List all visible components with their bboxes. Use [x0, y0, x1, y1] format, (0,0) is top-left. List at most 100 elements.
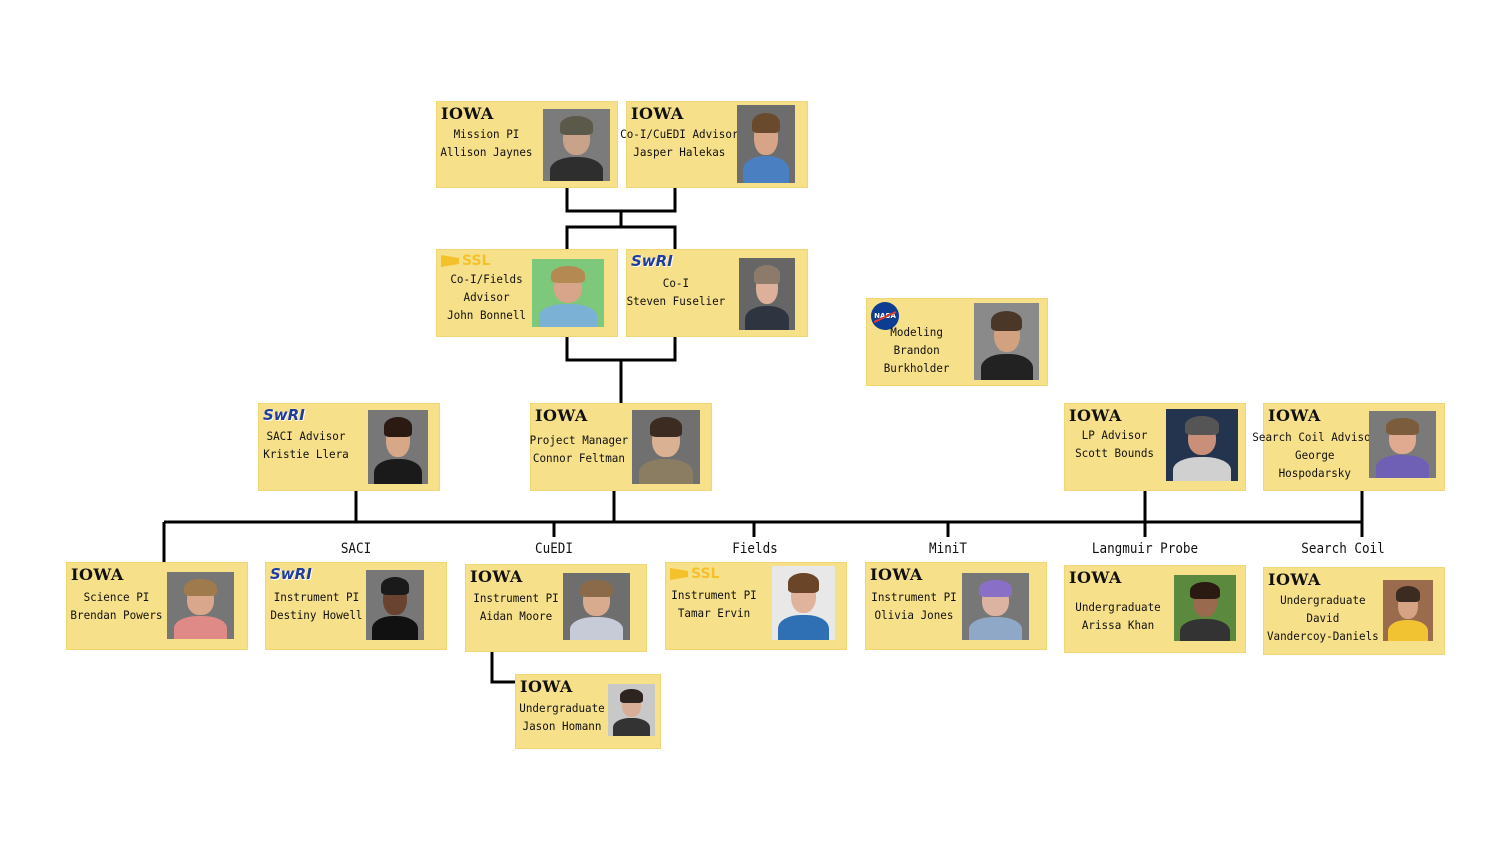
group-label-cuedi: CuEDI	[535, 541, 573, 557]
role-label: Project Manager	[529, 433, 629, 447]
portrait-photo	[532, 259, 604, 327]
role-and-name: Mission PI Allison Jaynes	[440, 125, 532, 161]
swri-logo: SwRI	[631, 252, 673, 270]
person-name: Arissa Khan	[1081, 618, 1155, 632]
person-name: John Bonnell	[446, 308, 526, 322]
person-name: Aidan Moore	[479, 609, 553, 623]
person-name: Jasper Halekas	[632, 145, 725, 159]
group-label-search-coil: Search Coil	[1301, 541, 1385, 557]
person-name: Allison Jaynes	[439, 145, 533, 159]
role-and-name: Instrument PI Destiny Howell	[270, 588, 362, 624]
swri-logo: SwRI	[263, 406, 305, 424]
person-name: Jason Homann	[522, 719, 602, 733]
iowa-logo: IOWA	[1069, 406, 1122, 425]
iowa-logo: IOWA	[1268, 406, 1321, 425]
role-label: Advisor	[463, 290, 510, 304]
person-name: Olivia Jones	[874, 608, 954, 622]
role-label: George	[1295, 448, 1335, 462]
person-name: Hospodarsky	[1278, 466, 1351, 480]
iowa-logo: IOWA	[1069, 568, 1122, 587]
person-name: Vandercoy-Daniels	[1266, 629, 1379, 643]
portrait-photo	[739, 258, 795, 330]
portrait-photo	[737, 105, 795, 183]
iowa-logo: IOWA	[470, 567, 523, 586]
role-label: Instrument PI	[473, 591, 559, 605]
portrait-photo	[772, 566, 835, 640]
portrait-photo	[366, 570, 424, 640]
person-name: Brendan Powers	[69, 608, 163, 622]
iowa-logo: IOWA	[520, 677, 573, 696]
portrait-photo	[1383, 580, 1433, 641]
role-label: Undergraduate	[519, 701, 605, 715]
ssl-flag-icon	[441, 255, 459, 267]
portrait-photo	[543, 109, 610, 181]
role-label: Mission PI	[453, 127, 519, 141]
swri-logo: SwRI	[270, 565, 312, 583]
card-cuedi-instrument-pi: IOWA Instrument PI Aidan Moore	[466, 565, 646, 651]
role-label: David	[1306, 611, 1340, 625]
card-saci-instrument-pi: SwRI Instrument PI Destiny Howell	[266, 563, 446, 649]
iowa-logo: IOWA	[535, 406, 588, 425]
ssl-logo: SSL	[670, 566, 719, 582]
person-name: Scott Bounds	[1074, 446, 1154, 460]
person-name: Kristie Llera	[263, 447, 349, 461]
nasa-logo: NASA	[871, 302, 899, 330]
ssl-logo: SSL	[441, 253, 490, 269]
role-label: Instrument PI	[273, 590, 359, 604]
person-name: Connor Feltman	[532, 451, 625, 465]
portrait-photo	[167, 572, 234, 639]
role-label: Undergraduate	[1075, 600, 1161, 614]
group-label-saci: SACI	[340, 541, 372, 557]
iowa-logo: IOWA	[441, 104, 494, 123]
role-label: Brandon	[893, 343, 940, 357]
role-label: LP Advisor	[1081, 428, 1147, 442]
card-mission-pi: IOWA Mission PI Allison Jaynes	[437, 102, 617, 187]
person-name: Steven Fuselier	[626, 294, 726, 308]
portrait-photo	[962, 573, 1029, 640]
portrait-photo	[563, 573, 630, 640]
portrait-photo	[1166, 409, 1238, 481]
person-name: Destiny Howell	[269, 608, 363, 622]
role-label: Search Coil Advisor	[1252, 430, 1378, 444]
role-label: SACI Advisor	[266, 429, 346, 443]
portrait-photo	[632, 410, 700, 484]
portrait-photo	[1369, 411, 1436, 478]
iowa-logo: IOWA	[631, 104, 684, 123]
person-name: Tamar Ervin	[677, 606, 751, 620]
role-label: Co-I/CuEDI Advisor	[619, 127, 739, 141]
portrait-photo	[368, 410, 428, 484]
group-label-langmuir-probe: Langmuir Probe	[1091, 541, 1199, 557]
portrait-photo	[974, 303, 1039, 380]
ssl-flag-icon	[670, 568, 688, 580]
iowa-logo: IOWA	[71, 565, 124, 584]
person-name: Burkholder	[883, 361, 950, 375]
role-label: Modeling	[889, 325, 943, 339]
iowa-logo: IOWA	[1268, 570, 1321, 589]
role-and-name: Instrument PI Aidan Moore	[473, 589, 559, 625]
